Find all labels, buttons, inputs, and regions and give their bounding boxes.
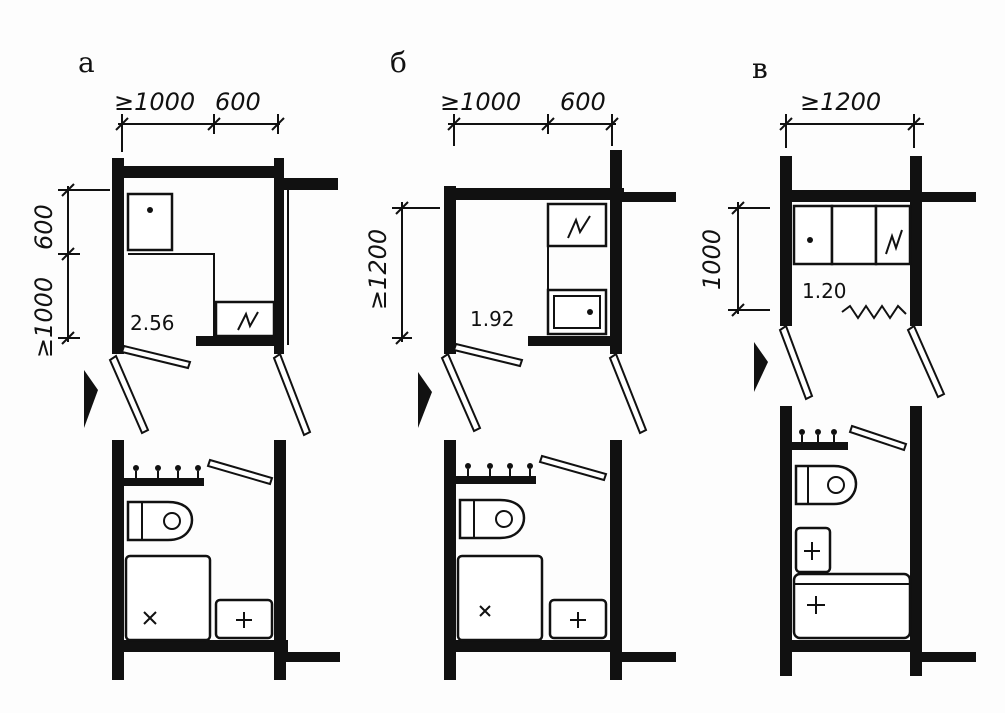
panel-b-shower-tray (456, 554, 544, 642)
panel-a-door-leaf-2 (108, 354, 150, 435)
panel-b-door-leaf-2 (440, 352, 482, 433)
panel-a-lower-door (206, 458, 274, 486)
panel-b-lower-door (538, 454, 608, 482)
panel-a-washbasin (126, 192, 174, 252)
panel-c-bathtub (792, 572, 912, 640)
panel-a-left-wall (112, 158, 124, 354)
panel-a-lower-right-wall (274, 440, 286, 680)
panel-c-dim-width-1: ≥1200 (800, 88, 881, 116)
panel-a-dim-height-2: ≥1000 (30, 277, 58, 358)
panel-b-label: б (390, 46, 407, 79)
panel-a-area: 2.56 (130, 311, 175, 335)
panel-a-dim-width-1: ≥1000 (114, 88, 195, 116)
panel-c-door-leaf-1 (778, 324, 814, 401)
panel-a-electric-icon (237, 311, 259, 331)
panel-c-area: 1.20 (802, 279, 847, 303)
panel-b-corridor-wall (622, 192, 676, 202)
panel-c-lower-right-wall (910, 406, 922, 676)
panel-c-dim-height-1: 1000 (698, 229, 726, 290)
panel-c-lower-left-wall (780, 406, 792, 676)
panel-b-washbasin (546, 288, 608, 336)
panel-c-label: в (752, 52, 768, 85)
panel-b-area: 1.92 (470, 307, 515, 331)
panel-a-hooks-icon (133, 465, 201, 478)
panel-b-top-wall (444, 188, 624, 200)
panel-a-lower-left-wall (112, 440, 124, 680)
panel-a-shower-tray (124, 554, 212, 642)
panel-a-direction-arrow-icon (84, 370, 98, 428)
panel-b-left-wall (444, 186, 456, 354)
panel-b-hook-shelf (456, 476, 536, 484)
panel-b-lower-bottom-wall (444, 640, 622, 652)
panel-c-cabinet (830, 204, 878, 266)
panel-a-corridor-wall (284, 178, 338, 190)
panel-a-dim-height-1: 600 (30, 204, 58, 250)
panel-b-hooks-icon (465, 463, 533, 476)
panel-b-electric-icon (567, 215, 591, 239)
panel-b-partition-wall (528, 336, 612, 346)
panel-c-lower-corridor-wall (922, 652, 976, 662)
panel-a: а ≥1000 600 600 ≥1000 (30, 46, 340, 680)
panel-b-dim-height-1: ≥1200 (364, 229, 392, 310)
panel-a-height-dimension: 600 ≥1000 (30, 183, 110, 358)
panel-b-lower-right-wall (610, 440, 622, 680)
panel-b-height-dimension: ≥1200 (364, 201, 440, 345)
panel-b: б ≥1000 600 ≥1200 (364, 46, 676, 680)
panel-c-washbasin-drain-icon (807, 237, 813, 243)
panel-a-partition-wall (196, 336, 278, 346)
panel-a-toilet (126, 500, 194, 542)
panel-a-width-dimension: ≥1000 600 (114, 88, 285, 152)
panel-a-hook-shelf (124, 478, 204, 486)
panel-c-curtain-icon (841, 304, 907, 320)
panel-a-basin-tap-icon (236, 612, 252, 628)
panel-c-basin-tap-icon (804, 542, 820, 560)
panel-c-top-wall (780, 190, 920, 202)
panel-c-electric-icon (885, 229, 903, 255)
panel-c-direction-arrow-icon (754, 342, 768, 392)
panel-b-dim-width-2: 600 (560, 88, 606, 116)
panel-c-door-leaf-2 (906, 324, 946, 399)
panel-c-water-heater (874, 204, 912, 266)
panel-b-right-wall (610, 150, 622, 354)
panel-c-washbasin (792, 204, 834, 266)
panel-b-basin-tap-icon (570, 612, 586, 628)
panel-c-lower-door (848, 424, 908, 452)
panel-a-shower-drain-icon (143, 611, 157, 625)
panel-c-width-dimension: ≥1200 (779, 88, 924, 148)
panel-a-lower-bottom-wall (112, 640, 288, 652)
panel-c-hook-shelf (792, 442, 848, 450)
panel-c-right-wall (910, 156, 922, 326)
panel-c-lower-bottom-wall (780, 640, 922, 652)
panel-b-door-leaf-1 (452, 342, 524, 368)
panel-c-left-wall (780, 156, 792, 326)
panel-c: в ≥1200 1000 1.20 (698, 52, 976, 676)
panel-a-water-heater (214, 300, 276, 338)
panel-c-hooks-icon (799, 429, 837, 442)
panel-b-door-leaf-3 (608, 352, 648, 435)
panel-b-washbasin-drain-icon (587, 309, 593, 315)
panel-b-toilet (458, 498, 526, 540)
panel-c-corridor-wall (922, 192, 976, 202)
panel-a-right-wall (274, 158, 284, 354)
panel-a-label: а (78, 46, 95, 79)
panel-b-lower-corridor-wall (622, 652, 676, 662)
panel-c-bathtub-drain-icon (807, 596, 825, 614)
panel-a-door-leaf-1 (120, 344, 192, 370)
panel-c-height-dimension: 1000 (698, 201, 770, 317)
panel-a-dim-width-2: 600 (215, 88, 261, 116)
panel-a-washbasin-drain-icon (147, 207, 153, 213)
panel-c-toilet (794, 464, 858, 506)
panel-b-shower-drain-icon (479, 605, 491, 617)
panel-a-top-wall (112, 166, 284, 178)
panel-b-dim-width-1: ≥1000 (440, 88, 521, 116)
panel-b-direction-arrow-icon (418, 372, 432, 428)
panel-a-lower-corridor-wall (286, 652, 340, 662)
panel-a-door-leaf-3 (272, 352, 312, 437)
panel-b-lower-left-wall (444, 440, 456, 680)
panel-b-width-dimension: ≥1000 600 (440, 88, 619, 146)
